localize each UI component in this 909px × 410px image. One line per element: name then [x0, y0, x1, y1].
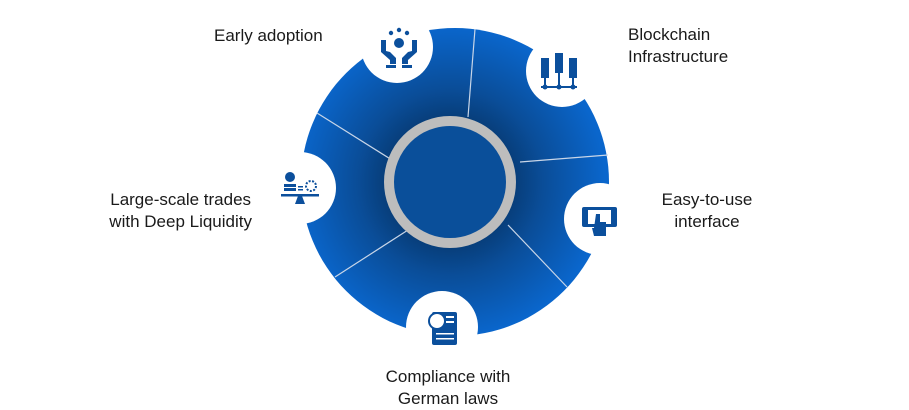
label-early-adoption: Early adoption — [214, 25, 323, 47]
segment-dividers — [316, 28, 609, 288]
badge-compliance — [406, 291, 478, 363]
center-ring — [384, 116, 516, 248]
label-line: Easy-to-use — [661, 190, 753, 209]
label-line: Large-scale trades — [110, 190, 252, 209]
badge-blockchain — [526, 35, 598, 107]
badge-early-adoption — [361, 11, 433, 83]
center-disc — [392, 124, 508, 240]
badge-liquidity — [264, 152, 336, 224]
divider — [316, 112, 393, 161]
label-compliance: Compliance with German laws — [368, 366, 528, 410]
label-line: Compliance with — [385, 367, 511, 386]
server-network-icon — [541, 53, 577, 90]
badge-interface — [564, 183, 636, 255]
divider — [519, 154, 609, 163]
label-line: Blockchain — [628, 25, 711, 44]
label-blockchain-infrastructure: Blockchain Infrastructure — [628, 24, 728, 68]
label-line: German laws — [397, 389, 499, 408]
hands-community-icon — [381, 27, 417, 68]
label-line: with Deep Liquidity — [109, 212, 252, 231]
divider — [334, 229, 409, 278]
label-line: Early adoption — [214, 26, 323, 45]
divider — [507, 224, 568, 288]
label-easy-to-use-interface: Easy-to-use interface — [655, 189, 759, 233]
label-large-scale-trades: Large-scale trades with Deep Liquidity — [109, 189, 252, 233]
label-line: interface — [674, 212, 740, 231]
certificate-document-icon — [428, 312, 457, 345]
touch-screen-icon — [582, 207, 617, 236]
features-wheel-diagram — [264, 11, 636, 363]
balance-scale-icon — [281, 172, 319, 204]
divider — [467, 28, 476, 118]
label-line: Infrastructure — [628, 47, 729, 66]
